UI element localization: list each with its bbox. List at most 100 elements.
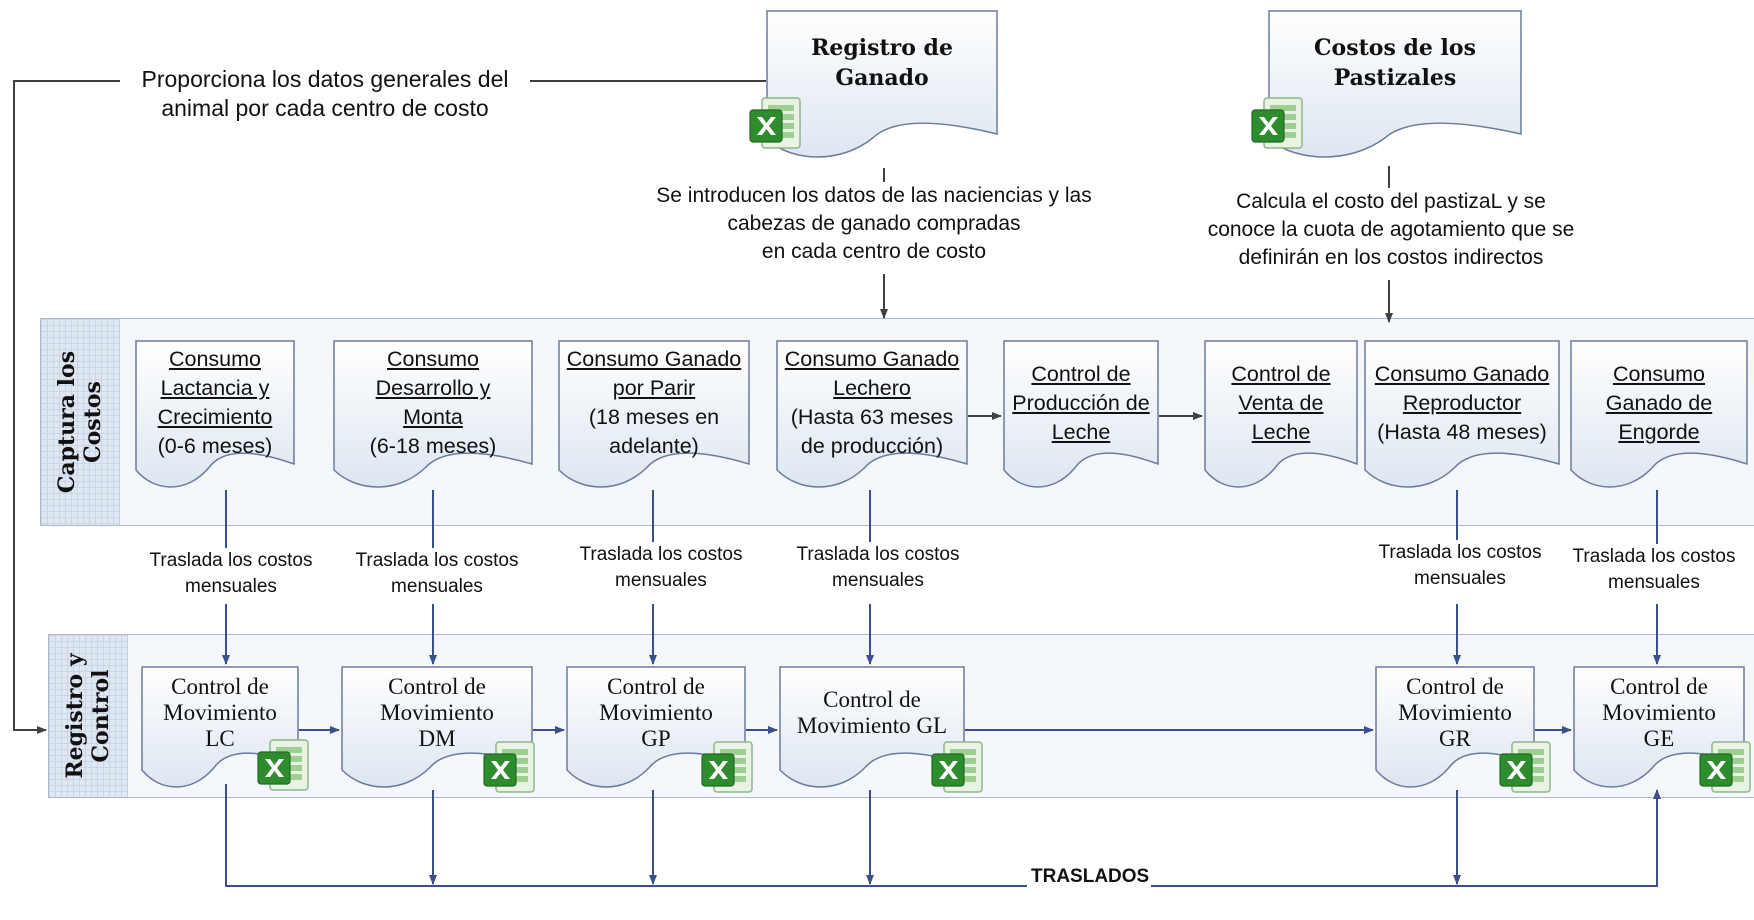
traslada-costos-label-5-line-1: Traslada los costos bbox=[1378, 542, 1542, 563]
consumo-ganado-parir-title-line-2: por Parir bbox=[612, 376, 696, 400]
consumo-lactancia-range-line-1: (0-6 meses) bbox=[157, 434, 273, 458]
consumo-ganado-engorde-title-line-3: Engorde bbox=[1618, 419, 1700, 444]
traslada-costos-label-1-line-1: Traslada los costos bbox=[149, 550, 313, 571]
control-movimiento-dm-line-3: DM bbox=[418, 726, 456, 751]
consumo-ganado-engorde-title-line-2: Ganado de bbox=[1605, 390, 1713, 415]
traslada-costos-label-2: Traslada los costos mensuales bbox=[339, 548, 535, 600]
note-proporciona-line-2: animal por cada centro de costo bbox=[161, 95, 489, 121]
traslada-costos-label-4: Traslada los costos mensuales bbox=[780, 542, 976, 594]
registro-ganado-line-2: Ganado bbox=[835, 65, 929, 91]
control-movimiento-gr-line-3: GR bbox=[1439, 726, 1471, 751]
consumo-ganado-reproductor-title-line-2: Reproductor bbox=[1402, 390, 1522, 415]
note-calcula-line-2: conoce la cuota de agotamiento que se bbox=[1207, 218, 1575, 241]
note-calcula-line-3: definirán en los costos indirectos bbox=[1238, 246, 1544, 269]
control-venta-leche-title-line-2: Venta de bbox=[1238, 390, 1324, 415]
traslados-label: TRASLADOS bbox=[1029, 866, 1152, 888]
registro-ganado-document[interactable]: Registro de Ganado bbox=[766, 10, 998, 160]
control-movimiento-lc-line-3: LC bbox=[205, 726, 235, 751]
control-movimiento-ge-line-2: Movimiento bbox=[1602, 700, 1716, 725]
costos-pastizales-line-2: Pastizales bbox=[1333, 65, 1457, 91]
registro-ganado-line-1: Registro de bbox=[811, 35, 953, 61]
traslada-costos-label-3-line-1: Traslada los costos bbox=[579, 544, 743, 565]
control-venta-leche-document[interactable]: Control de Venta de Leche bbox=[1204, 340, 1358, 490]
control-movimiento-gr-line-1: Control de bbox=[1406, 674, 1504, 699]
consumo-desarrollo-title-line-1: Consumo bbox=[386, 347, 479, 371]
control-movimiento-dm-excel-icon bbox=[482, 740, 538, 798]
control-movimiento-gp-line-1: Control de bbox=[607, 674, 705, 699]
control-movimiento-ge-line-1: Control de bbox=[1610, 674, 1708, 699]
costos-pastizales-excel-icon bbox=[1250, 96, 1306, 154]
note-introducen: Se introducen los datos de las naciencia… bbox=[636, 182, 1112, 266]
control-produccion-leche-title-line-3: Leche bbox=[1051, 419, 1111, 444]
note-introducen-line-1: Se introducen los datos de las naciencia… bbox=[656, 184, 1092, 207]
consumo-ganado-parir-title-line-1: Consumo Ganado bbox=[566, 347, 742, 371]
consumo-ganado-lechero-range-line-1: (Hasta 63 meses bbox=[790, 405, 954, 429]
consumo-ganado-engorde-title-line-1: Consumo bbox=[1612, 361, 1705, 386]
control-venta-leche-title-line-1: Control de bbox=[1231, 361, 1331, 386]
control-movimiento-dm-line-2: Movimiento bbox=[380, 700, 494, 725]
control-movimiento-ge-line-3: GE bbox=[1643, 726, 1675, 751]
consumo-ganado-lechero-range-line-2: de producción) bbox=[800, 434, 944, 458]
document-shape bbox=[135, 340, 295, 488]
traslada-costos-label-4-line-1: Traslada los costos bbox=[796, 544, 960, 565]
consumo-ganado-reproductor-range-line-1: (Hasta 48 meses) bbox=[1377, 419, 1547, 444]
note-proporciona: Proporciona los datos generales del anim… bbox=[120, 65, 530, 123]
document-shape bbox=[776, 340, 968, 488]
traslada-costos-label-2-line-1: Traslada los costos bbox=[355, 550, 519, 571]
control-movimiento-ge-excel-icon bbox=[1698, 740, 1754, 798]
registro-ganado-excel-icon bbox=[748, 96, 804, 154]
consumo-desarrollo-range-line-1: (6-18 meses) bbox=[369, 434, 497, 458]
connector-registro-to-control-lane bbox=[13, 80, 120, 734]
costos-pastizales-document[interactable]: Costos de los Pastizales bbox=[1268, 10, 1522, 160]
note-proporciona-line-1: Proporciona los datos generales del bbox=[141, 66, 509, 92]
note-introducen-line-3: en cada centro de costo bbox=[761, 240, 987, 263]
note-calcula: Calcula el costo del pastizaL y se conoc… bbox=[1178, 188, 1604, 272]
lane-registro-header: Registro y Control bbox=[49, 635, 128, 797]
consumo-ganado-lechero-title-line-1: Consumo Ganado bbox=[784, 347, 960, 371]
consumo-lactancia-title-line-2: Lactancia y bbox=[160, 376, 270, 400]
consumo-desarrollo-title-line-3: Monta bbox=[403, 405, 463, 429]
traslada-costos-label-4-line-2: mensuales bbox=[832, 570, 924, 591]
note-calcula-line-1: Calcula el costo del pastizaL y se bbox=[1236, 190, 1546, 213]
control-movimiento-gp-line-2: Movimiento bbox=[599, 700, 713, 725]
document-shape bbox=[1268, 10, 1522, 158]
control-produccion-leche-title-line-1: Control de bbox=[1031, 361, 1131, 386]
control-movimiento-gp-line-3: GP bbox=[641, 726, 671, 751]
control-movimiento-dm-line-1: Control de bbox=[388, 674, 486, 699]
control-produccion-leche-document[interactable]: Control de Producción de Leche bbox=[1003, 340, 1159, 490]
control-movimiento-gl-excel-icon bbox=[930, 740, 986, 798]
control-movimiento-lc-line-2: Movimiento bbox=[163, 700, 277, 725]
traslada-costos-label-3-line-2: mensuales bbox=[615, 570, 707, 591]
traslada-costos-label-2-line-2: mensuales bbox=[391, 576, 483, 597]
consumo-lactancia-title-line-3: Crecimiento bbox=[157, 405, 273, 429]
control-movimiento-gp-excel-icon bbox=[700, 740, 756, 798]
control-produccion-leche-title-line-2: Producción de bbox=[1012, 390, 1150, 415]
consumo-lactancia-title-line-1: Consumo bbox=[168, 347, 261, 371]
consumo-ganado-parir-range-line-1: (18 meses en bbox=[588, 405, 720, 429]
note-introducen-line-2: cabezas de ganado compradas bbox=[727, 212, 1021, 235]
document-shape bbox=[1204, 340, 1358, 488]
control-movimiento-gr-line-2: Movimiento bbox=[1398, 700, 1512, 725]
control-venta-leche-title-line-3: Leche bbox=[1251, 419, 1311, 444]
lane-captura-header: Captura los Costos bbox=[41, 319, 120, 525]
control-movimiento-gl-line-2: Movimiento GL bbox=[796, 713, 948, 738]
document-shape bbox=[558, 340, 750, 488]
costos-pastizales-line-1: Costos de los bbox=[1314, 35, 1476, 61]
traslada-costos-label-6-line-1: Traslada los costos bbox=[1572, 546, 1736, 567]
